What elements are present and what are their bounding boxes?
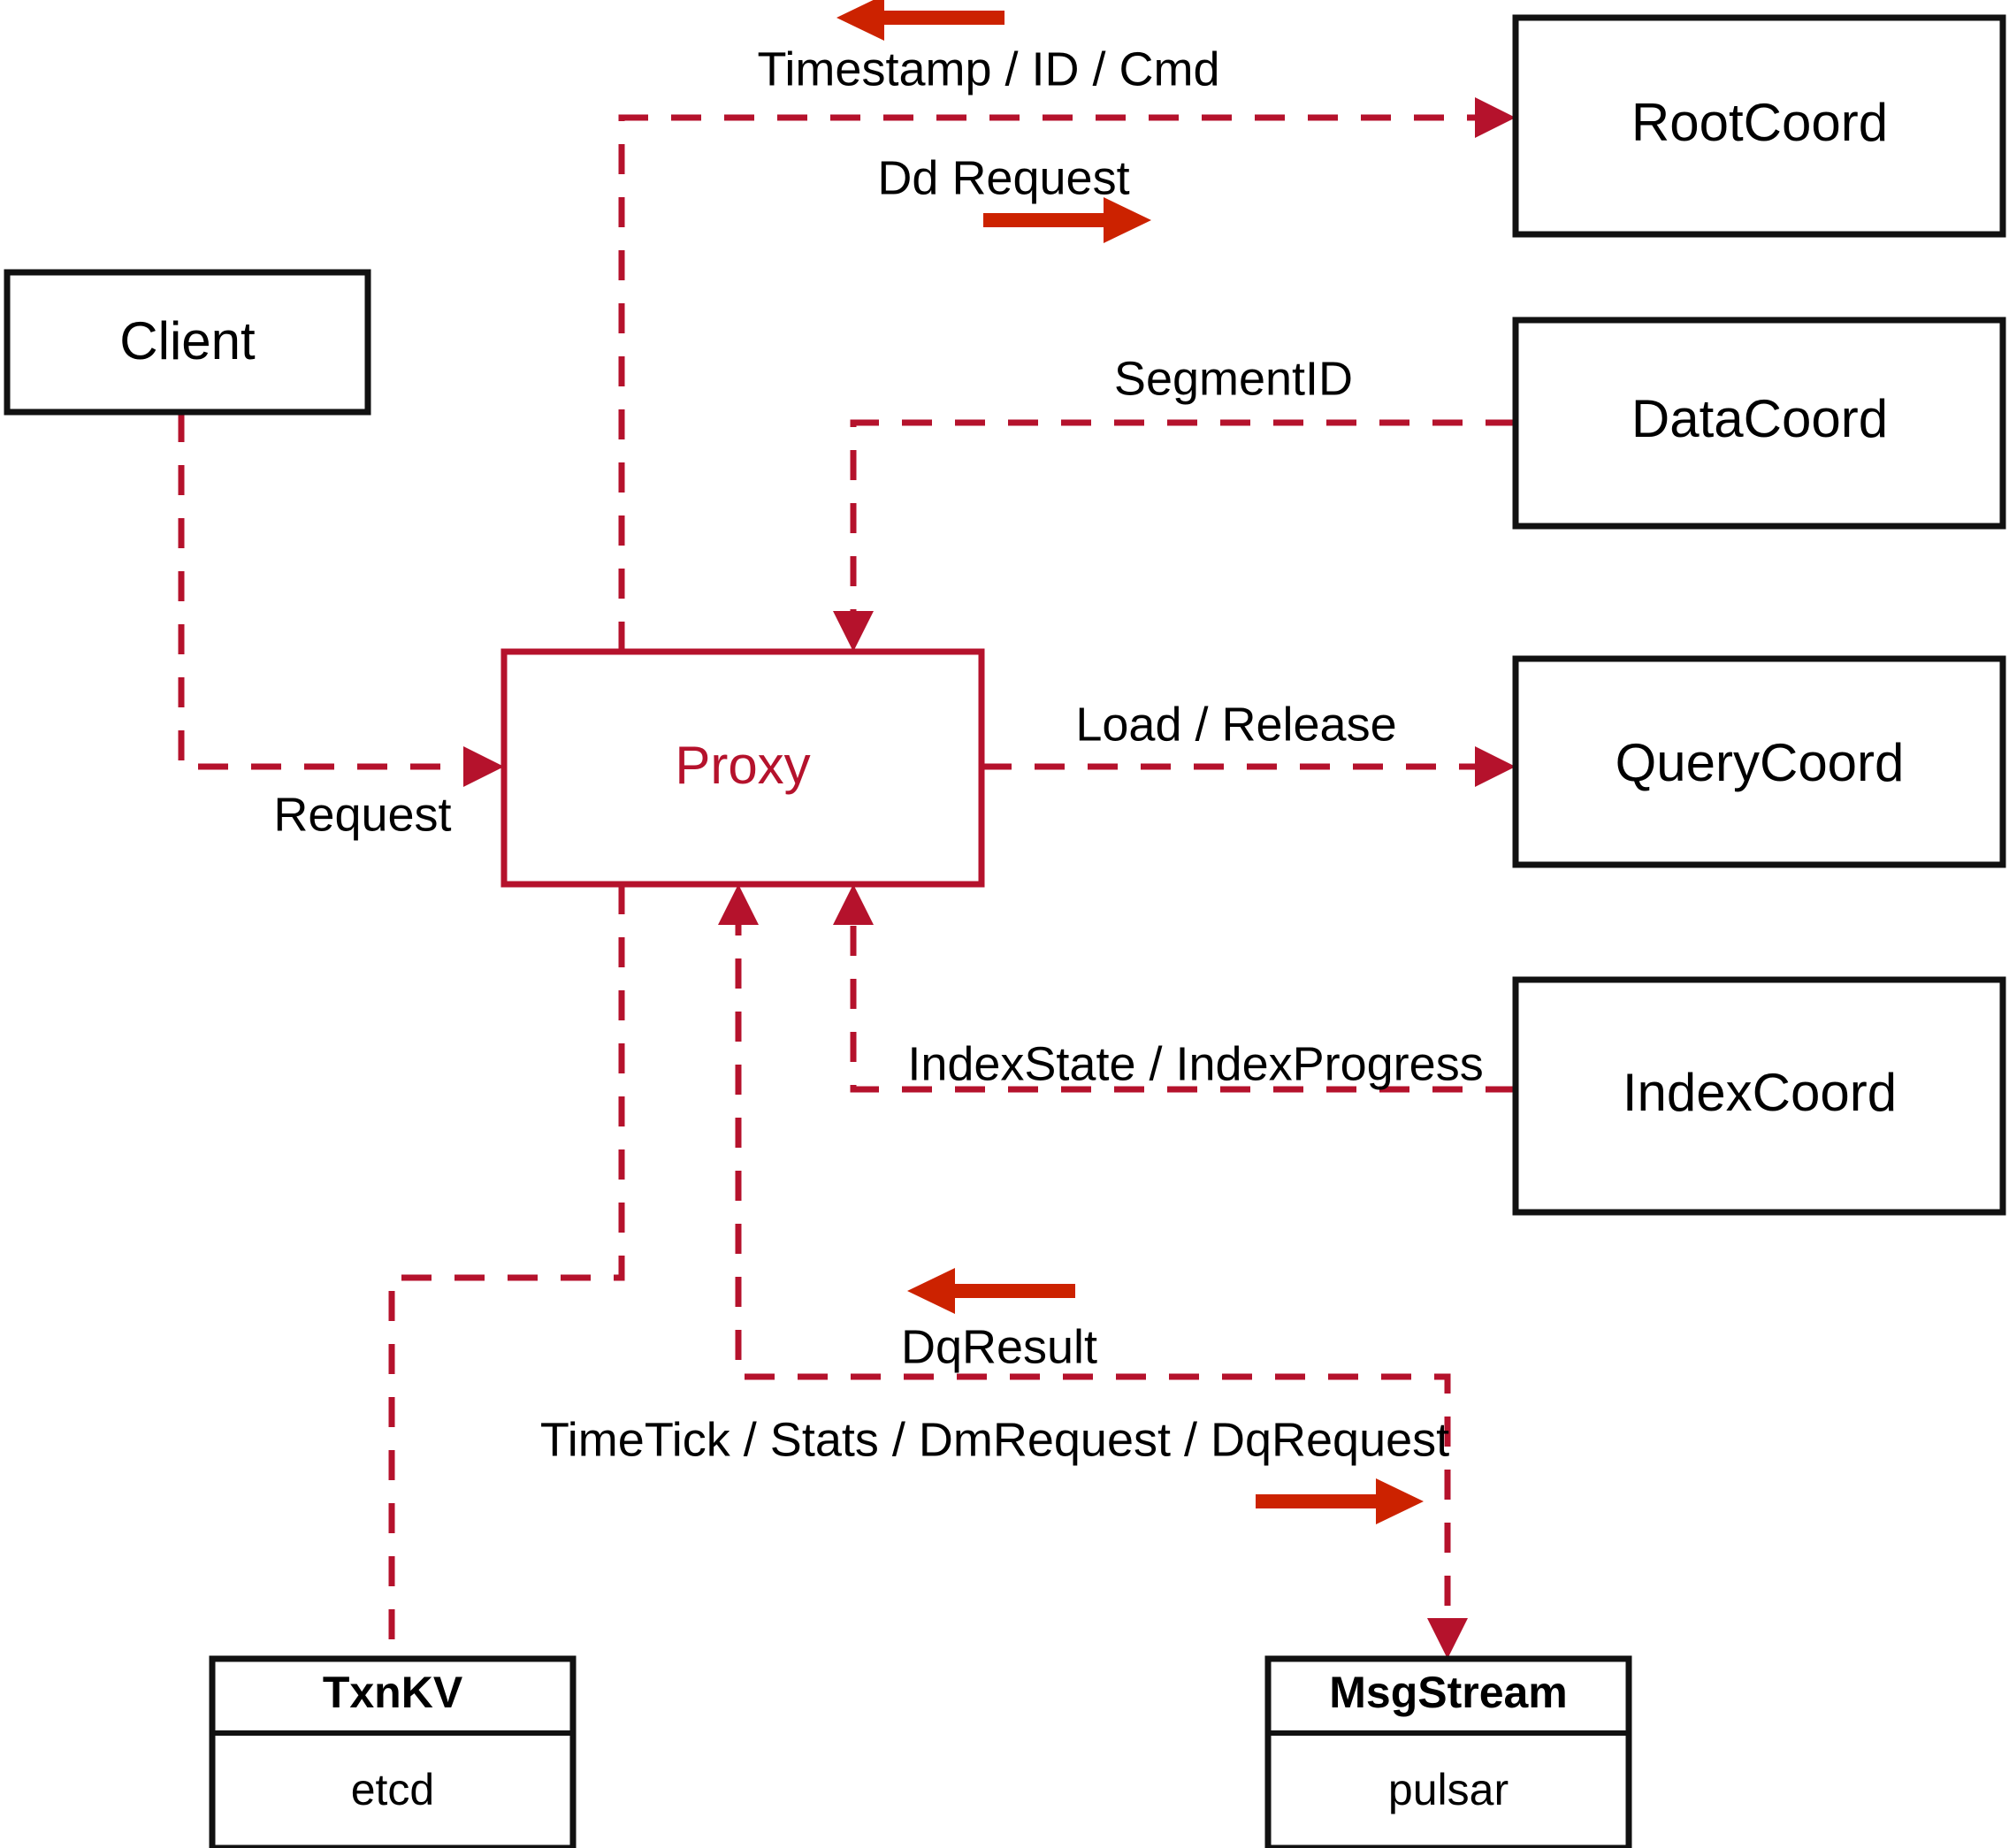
flow-arrow-timestamp (836, 0, 1004, 41)
node-datacoord-label: DataCoord (1631, 389, 1888, 448)
flow-arrow-dq-result (907, 1268, 1075, 1314)
node-txnkv-label: TxnKV (323, 1668, 463, 1717)
edge-proxy-msgstream (735, 905, 1451, 1638)
edge-head-querycoord (1475, 746, 1516, 787)
edge-head-proxy-left (463, 746, 504, 787)
node-rootcoord[interactable]: RootCoord (1512, 14, 2006, 238)
node-txnkv-sublabel: etcd (351, 1765, 435, 1814)
flow-arrow-dd-request (983, 197, 1151, 243)
edge-head-proxy-bottom-right (833, 884, 874, 925)
edge-label-dq-result: DqResult (901, 1320, 1097, 1373)
edge-head-msgstream (1427, 1618, 1468, 1659)
edge-client-proxy (178, 412, 483, 770)
edge-head-proxy-top-right (833, 611, 874, 652)
edge-label-segmentid: SegmentID (1114, 352, 1353, 405)
edge-proxy-rootcoord (618, 114, 1494, 652)
edge-proxy-txnkv (388, 884, 625, 1659)
node-msgstream-label: MsgStream (1329, 1668, 1568, 1717)
edge-label-load-release: Load / Release (1075, 698, 1396, 751)
node-querycoord[interactable]: QueryCoord (1512, 655, 2006, 868)
node-querycoord-label: QueryCoord (1616, 733, 1905, 792)
edge-datacoord-proxy (850, 419, 1516, 630)
flow-arrow-timetick (1256, 1478, 1424, 1524)
node-client[interactable]: Client (4, 269, 371, 416)
node-rootcoord-label: RootCoord (1631, 93, 1888, 152)
edge-indexcoord-proxy (850, 905, 1516, 1093)
node-indexcoord-label: IndexCoord (1623, 1063, 1897, 1122)
edge-label-dd-request: Dd Request (877, 151, 1129, 204)
edge-label-index-state: IndexState / IndexProgress (907, 1037, 1483, 1090)
node-txnkv[interactable]: TxnKV etcd (209, 1655, 577, 1848)
edge-head-proxy-bottom-center (718, 884, 759, 925)
edge-label-timestamp-id-cmd: Timestamp / ID / Cmd (757, 42, 1219, 95)
edge-label-request: Request (273, 788, 451, 841)
node-proxy-label: Proxy (675, 736, 810, 795)
node-client-label: Client (119, 311, 256, 370)
node-datacoord[interactable]: DataCoord (1512, 317, 2006, 530)
node-indexcoord[interactable]: IndexCoord (1512, 976, 2006, 1216)
node-msgstream[interactable]: MsgStream pulsar (1264, 1655, 1632, 1848)
node-proxy[interactable]: Proxy (500, 648, 985, 888)
edge-head-rootcoord (1475, 97, 1516, 138)
edge-label-timetick-stats: TimeTick / Stats / DmRequest / DqRequest (540, 1413, 1449, 1466)
node-msgstream-sublabel: pulsar (1388, 1765, 1509, 1814)
